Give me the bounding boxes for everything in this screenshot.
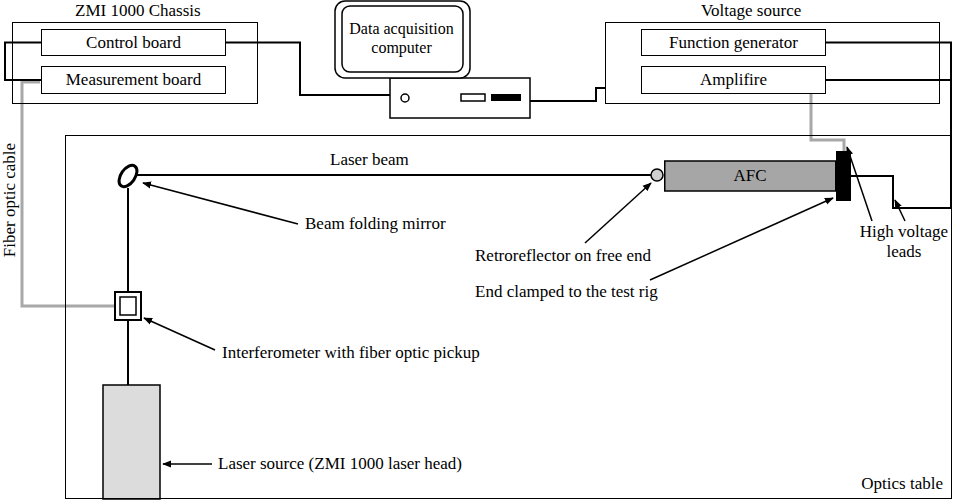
equipment-box: Function generator bbox=[641, 29, 826, 56]
power-button bbox=[401, 94, 409, 102]
equipment-box: Amplifire bbox=[641, 66, 826, 94]
node-label: Data acquisition computer bbox=[343, 7, 460, 70]
callout-label: Laser source (ZMI 1000 laser head) bbox=[218, 454, 462, 474]
cable bbox=[5, 43, 41, 81]
retroreflector bbox=[651, 169, 663, 181]
leader-arrow bbox=[895, 200, 905, 221]
computer-figure: Data acquisition computer bbox=[333, 0, 533, 120]
equipment-box: Measurement board bbox=[41, 66, 226, 94]
equipment-box: Optics table AFC bbox=[65, 135, 952, 499]
computer-outline bbox=[333, 0, 533, 120]
cable bbox=[826, 43, 951, 209]
monitor bbox=[335, 1, 470, 78]
node-label: AFC bbox=[664, 161, 836, 191]
callout-label: Beam folding mirror bbox=[305, 214, 446, 234]
laser-beam bbox=[136, 174, 651, 176]
node-label: Measurement board bbox=[42, 67, 225, 93]
callout-label: End clamped to the test rig bbox=[475, 282, 658, 302]
callout-label: Laser beam bbox=[330, 150, 409, 170]
laser-beam bbox=[127, 188, 129, 292]
leader-arrow bbox=[163, 463, 212, 465]
leader-arrow bbox=[585, 183, 651, 243]
monitor-screen bbox=[342, 6, 463, 72]
equipment-box: Control board bbox=[41, 29, 226, 56]
laser-beam bbox=[127, 320, 129, 385]
node-label: Function generator bbox=[642, 30, 825, 55]
leader-arrow bbox=[143, 183, 298, 224]
group-title: ZMI 1000 Chassis bbox=[75, 1, 201, 21]
interferometer bbox=[115, 292, 141, 320]
drive-slot bbox=[461, 94, 485, 101]
drive-slot bbox=[491, 94, 521, 101]
callout-label: Retroreflector on free end bbox=[475, 246, 651, 266]
node-label: Control board bbox=[42, 30, 225, 55]
computer-base bbox=[390, 78, 530, 118]
callout-label: Interferometer with fiber optic pickup bbox=[222, 343, 480, 363]
leader-arrow bbox=[650, 198, 833, 280]
cable-label: Fiber optic cable bbox=[0, 143, 20, 257]
laser-head bbox=[103, 385, 160, 499]
node-label: Optics table bbox=[861, 474, 943, 494]
equipment-box: ZMI 1000 ChassisControl boardMeasurement… bbox=[12, 22, 258, 104]
cable bbox=[530, 88, 605, 101]
fiber-optic-cable bbox=[22, 82, 115, 306]
interferometer bbox=[120, 297, 136, 315]
clamp bbox=[836, 151, 851, 201]
node-label: Amplifire bbox=[642, 67, 825, 93]
leader-arrow bbox=[144, 318, 215, 350]
callout-label: High voltage leads bbox=[858, 222, 950, 261]
group-title: Voltage source bbox=[701, 1, 801, 21]
beam-folding-mirror bbox=[115, 162, 140, 190]
afc-body bbox=[665, 161, 836, 191]
afc-actuator: AFC bbox=[664, 151, 851, 201]
equipment-box: Voltage sourceFunction generatorAmplifir… bbox=[605, 22, 940, 104]
cable bbox=[811, 94, 844, 151]
